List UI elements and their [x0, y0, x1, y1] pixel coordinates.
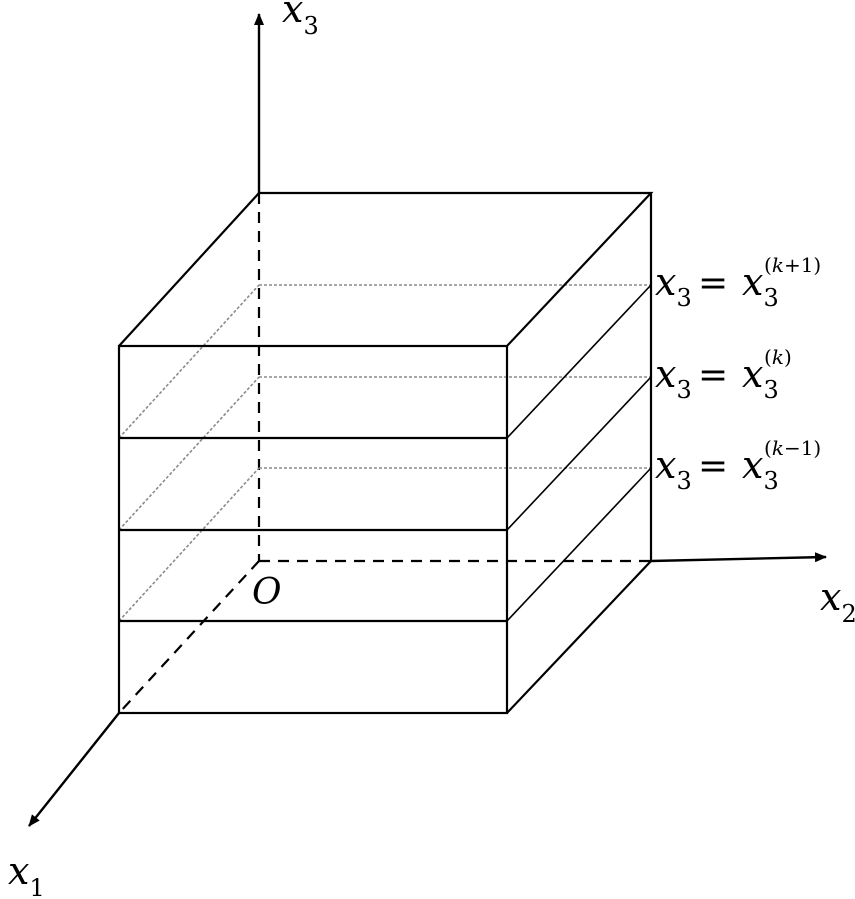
svg-text:(k+1): (k+1) [764, 253, 821, 277]
right-bottom-edge [506, 560, 652, 714]
axes [28, 13, 827, 827]
cube-visible-edges [117, 191, 654, 715]
top-face [118, 191, 654, 347]
x3-axis-label: x3 [282, 0, 319, 40]
svg-text:=: = [698, 446, 728, 487]
origin-label: O [252, 572, 282, 613]
x2-axis-label: x2 [820, 575, 855, 628]
x1-axis-label: x1 [8, 849, 45, 899]
svg-text:(k): (k) [764, 345, 792, 369]
x2-axis [650, 552, 827, 563]
svg-text:x3: x3 [655, 352, 692, 404]
svg-text:x3: x3 [742, 443, 779, 495]
side-interface-2 [506, 376, 652, 531]
hidden-layer-lines [118, 284, 651, 622]
svg-text:(k−1): (k−1) [764, 436, 821, 460]
svg-text:x3: x3 [742, 260, 779, 312]
hidden-interface-left-3 [118, 467, 260, 622]
layer-label-k: x3 = x3 (k) [655, 345, 792, 404]
svg-text:x3: x3 [742, 352, 779, 404]
side-interface-1 [506, 284, 652, 439]
hidden-x1-edge [118, 560, 260, 714]
side-interface-3 [506, 467, 652, 622]
layer-label-k-plus-1: x3 = x3 (k+1) [655, 253, 821, 312]
svg-text:=: = [698, 355, 728, 396]
x1-axis [28, 712, 120, 827]
hidden-edges [118, 193, 651, 714]
hidden-interface-left-2 [118, 376, 260, 531]
layer-label-k-minus-1: x3 = x3 (k−1) [655, 436, 821, 495]
svg-text:x3: x3 [655, 260, 692, 312]
svg-text:=: = [698, 263, 728, 304]
svg-text:x3: x3 [655, 443, 692, 495]
hidden-interface-left-1 [118, 284, 260, 439]
